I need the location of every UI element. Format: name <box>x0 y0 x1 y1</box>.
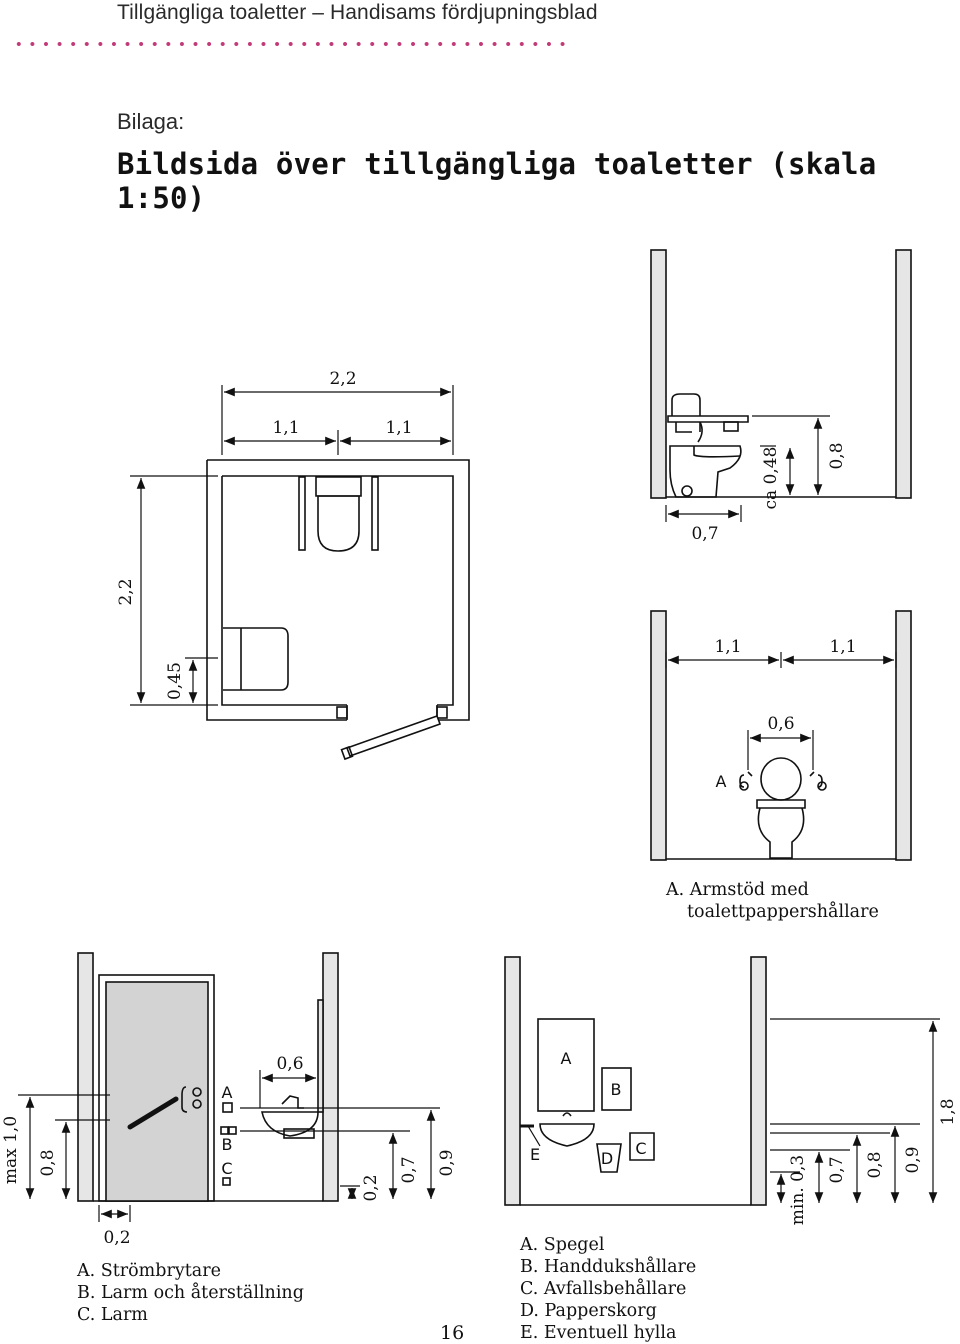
front-marker-a: A <box>716 772 727 791</box>
basin-h2: 0,8 <box>865 1151 885 1178</box>
plan-depth-total: 2,2 <box>116 578 136 605</box>
basin-marker-c: C <box>635 1139 646 1158</box>
basin-width: 0,6 <box>276 1054 303 1074</box>
edge-distance: 0,2 <box>103 1228 130 1248</box>
basin-legend-c: C. Avfallsbehållare <box>520 1279 687 1299</box>
page-subtitle: Bilaga: <box>117 109 185 134</box>
dotted-divider <box>12 41 572 47</box>
basin-legend-b: B. Handdukshållare <box>520 1257 697 1277</box>
front-left-space: 1,1 <box>714 637 741 657</box>
basin-marker-a: A <box>561 1049 572 1068</box>
door-legend-b: B. Larm och återställning <box>77 1283 304 1303</box>
basin-marker-e: E <box>530 1145 540 1164</box>
running-title: Tillgängliga toaletter – Handisams fördj… <box>117 1 598 24</box>
front-legend-line-1: A. Armstöd med <box>666 880 809 900</box>
basin-marker-d: D <box>601 1149 613 1168</box>
front-right-space: 1,1 <box>829 637 856 657</box>
basin-elevation <box>504 956 940 1206</box>
basin-min-height: min. 0,3 <box>788 1155 808 1225</box>
basin-legend: A. Spegel B. Handdukshållare C. Avfallsb… <box>520 1234 696 1344</box>
door-marker-b: B <box>222 1135 233 1154</box>
door-legend: A. Strömbrytare B. Larm och återställnin… <box>77 1260 304 1326</box>
front-legend-line-2: toalettpappershållare <box>687 902 879 922</box>
plan-width-total: 2,2 <box>329 369 356 389</box>
switch-max-height: max 1,0 <box>1 1116 21 1184</box>
front-elevation <box>650 610 912 861</box>
basin-legend-a: A. Spegel <box>520 1235 605 1255</box>
page-number: 16 <box>440 1322 465 1344</box>
mirror-top-height: 1,8 <box>938 1098 958 1125</box>
switch-height: 0,8 <box>38 1149 58 1176</box>
door-legend-a: A. Strömbrytare <box>77 1261 221 1281</box>
basin-top: 0,9 <box>437 1149 457 1176</box>
plan-view <box>130 385 470 761</box>
door-legend-c: C. Larm <box>77 1305 148 1325</box>
plan-shelf-depth: 0,45 <box>165 662 185 700</box>
under-basin: 0,2 <box>361 1174 381 1201</box>
plan-width-left: 1,1 <box>272 418 299 438</box>
plan-width-right: 1,1 <box>385 418 412 438</box>
door-marker-c: C <box>221 1159 232 1178</box>
page-title: Bildsida över tillgängliga toaletter (sk… <box>117 147 877 215</box>
door-elevation <box>18 952 440 1222</box>
door-marker-a: A <box>222 1083 233 1102</box>
front-distance: 0,7 <box>691 524 718 544</box>
seat-height: ca 0,48 <box>761 447 781 510</box>
side-elevation <box>650 249 912 522</box>
basin-legend-d: D. Papperskorg <box>520 1301 657 1321</box>
armrest-spacing: 0,6 <box>767 714 794 734</box>
basin-legend-e: E. Eventuell hylla <box>520 1323 677 1343</box>
basin-h3: 0,9 <box>903 1146 923 1173</box>
basin-h1: 0,7 <box>827 1156 847 1183</box>
basin-lower: 0,7 <box>399 1156 419 1183</box>
front-legend: A. Armstöd med toalettpappershållare <box>666 879 879 923</box>
armrest-height: 0,8 <box>827 442 847 469</box>
basin-marker-b: B <box>611 1080 622 1099</box>
